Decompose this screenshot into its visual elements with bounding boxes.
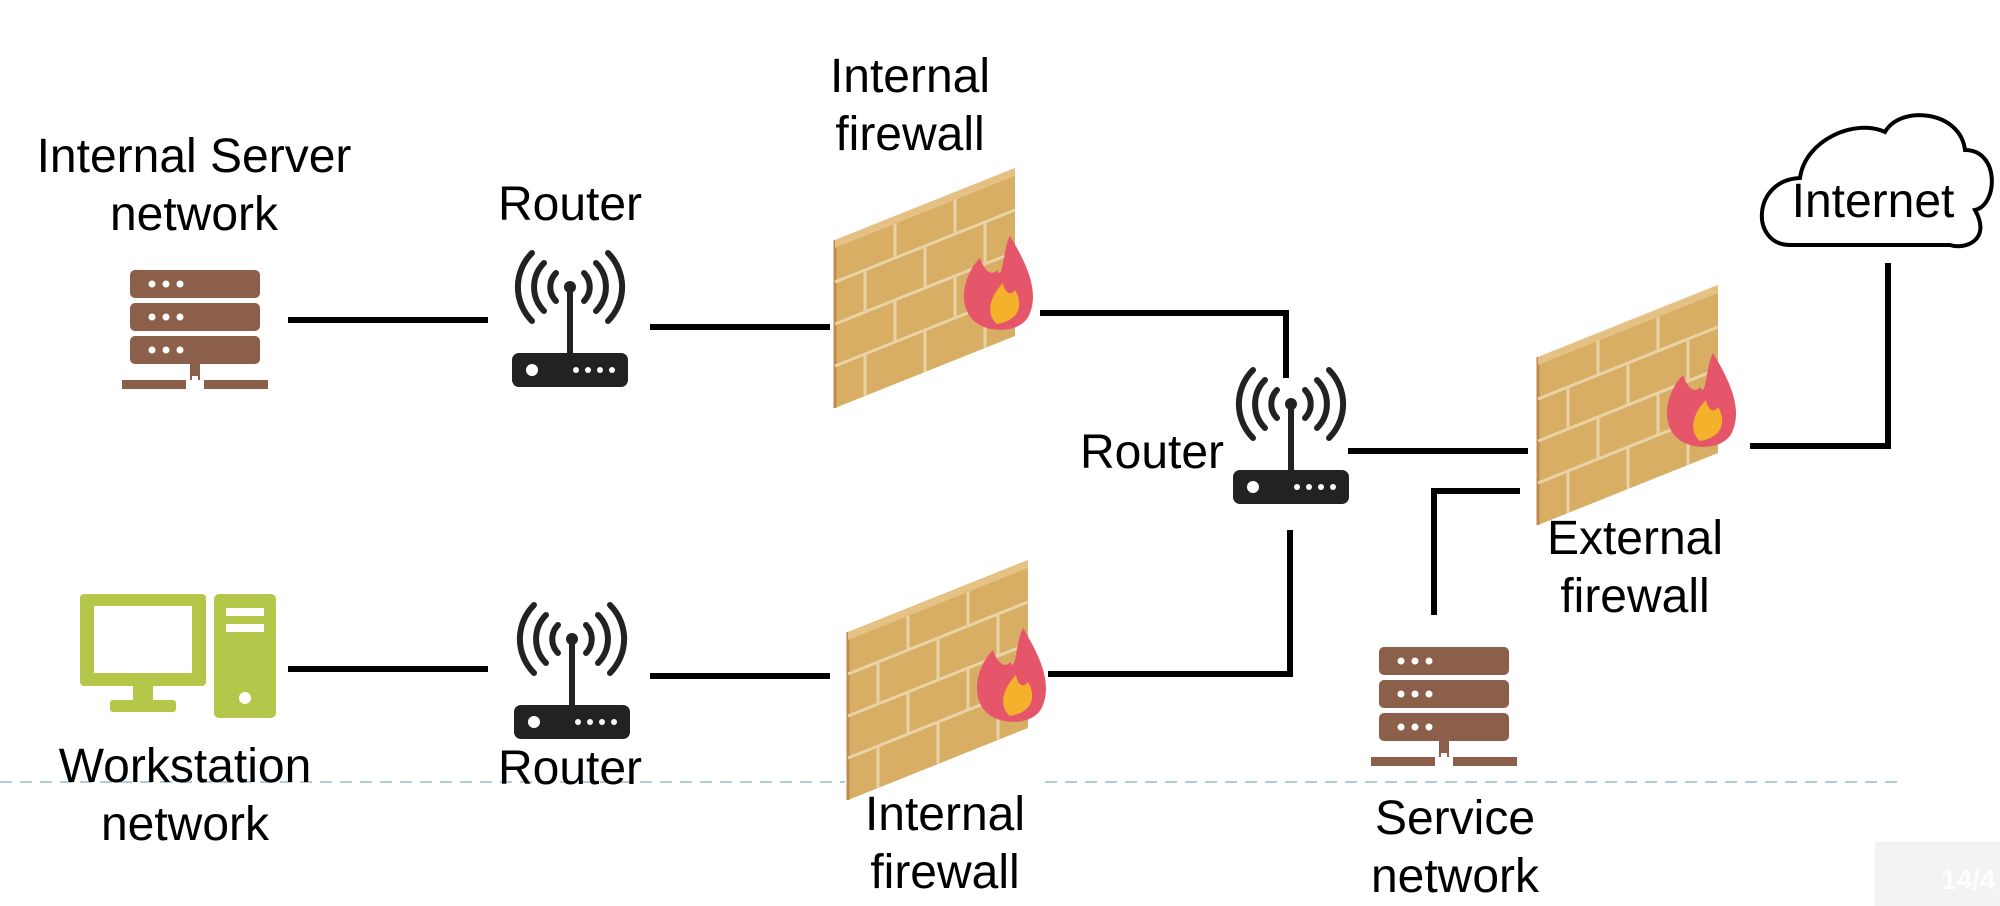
internal-server-network-label: Internal Server network: [18, 128, 370, 244]
internal-firewall-top-label: Internal firewall: [790, 48, 1030, 164]
router-icon: [514, 605, 630, 739]
router-icon: [1233, 370, 1349, 504]
external-firewall-label: External firewall: [1520, 510, 1750, 626]
internal-firewall-top-line1: Internal: [829, 50, 991, 103]
service-network-line2: network: [1370, 850, 1540, 903]
internal-firewall-top-line2: firewall: [835, 108, 985, 161]
workstation-network-line1: Workstation: [58, 740, 312, 793]
link-external-firewall-service: [1431, 488, 1520, 615]
internet-label: Internet: [1791, 175, 1955, 228]
router-top-label: Router: [497, 178, 643, 231]
internal-server-network-line2: network: [109, 188, 279, 241]
external-firewall-line1: External: [1546, 512, 1724, 565]
connection-lines: [288, 263, 1891, 679]
server-rack-icon: [122, 270, 268, 392]
workstation-network-line2: network: [100, 798, 270, 851]
service-network-line1: Service: [1374, 792, 1536, 845]
router-bottom-label: Router: [497, 742, 643, 795]
workstation-network-label: Workstation network: [30, 738, 340, 854]
external-firewall-line2: firewall: [1560, 570, 1710, 623]
firewall-icon: [833, 166, 1035, 410]
service-network-label: Service network: [1340, 790, 1570, 906]
internal-firewall-bottom-label: Internal firewall: [825, 786, 1065, 902]
link-firewall-bottom-router-center: [1048, 530, 1293, 677]
workstation-icon: [80, 594, 276, 718]
server-rack-icon: [1371, 647, 1517, 769]
firewall-icon: [846, 558, 1048, 802]
link-external-firewall-internet: [1750, 263, 1891, 449]
internal-firewall-bottom-line1: Internal: [864, 788, 1026, 841]
link-firewall-top-router-center: [1040, 310, 1289, 378]
internal-firewall-bottom-line2: firewall: [870, 846, 1020, 899]
internal-server-network-line1: Internal Server: [36, 130, 352, 183]
page-indicator: 14/4: [1875, 842, 2000, 906]
cloud-icon: [1759, 113, 1994, 249]
router-icon: [512, 253, 628, 387]
page-indicator-text: 14/4: [1941, 864, 1996, 895]
router-center-label: Router: [1079, 426, 1225, 479]
firewall-icon: [1536, 283, 1738, 527]
